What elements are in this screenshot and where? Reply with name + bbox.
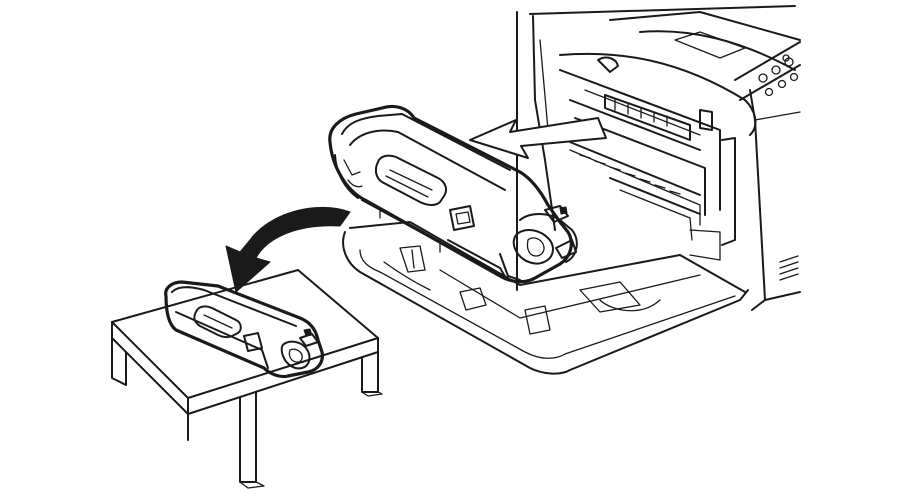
removal-arrow — [469, 117, 607, 159]
printer-interior — [559, 56, 736, 261]
drum-cartridge-on-table — [164, 280, 324, 379]
front-cover — [342, 221, 749, 375]
control-panel — [734, 41, 801, 101]
place-down-arrow — [225, 206, 351, 293]
drum-cartridge — [328, 104, 578, 284]
printer — [516, 5, 801, 311]
vent-slots — [779, 255, 799, 281]
table — [111, 269, 383, 489]
